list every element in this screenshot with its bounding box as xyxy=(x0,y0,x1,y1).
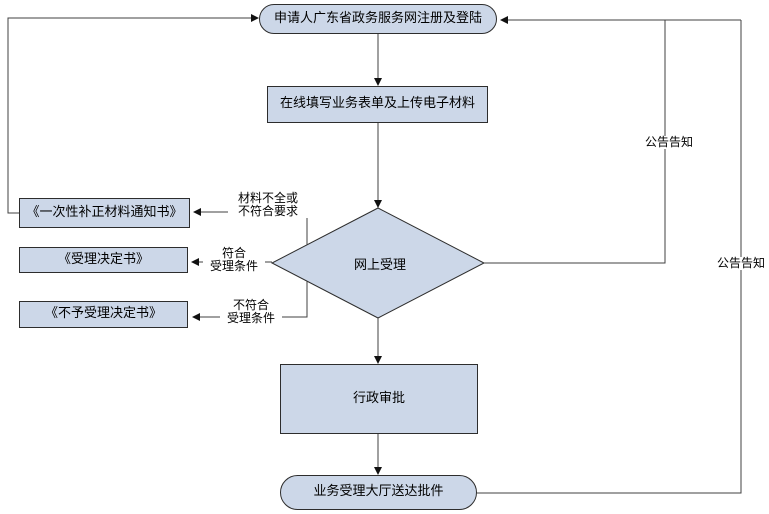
edge-label-not-meet: 不符合 受理条件 xyxy=(220,299,282,325)
edge-label-announce-top: 公告告知 xyxy=(642,136,696,149)
arrowhead-register-right xyxy=(500,16,508,24)
edge-label-meet-line2: 受理条件 xyxy=(209,259,258,273)
node-accept-decision: 《受理决定书》 xyxy=(19,247,188,273)
edge-label-announce-bottom-line1: 公告告知 xyxy=(716,256,765,270)
edge-label-announce-top-line1: 公告告知 xyxy=(644,135,693,149)
edge-label-meet-line1: 符合 xyxy=(221,246,246,260)
node-delivery: 业务受理大厅送达批件 xyxy=(280,475,477,510)
edge-label-incomplete-line1: 材料不全或 xyxy=(237,191,298,205)
connector-notice-to-register xyxy=(7,17,254,214)
arrowhead-into-form xyxy=(374,78,382,86)
arrowhead-into-notice xyxy=(193,208,201,216)
arrowhead-register-left xyxy=(251,14,259,22)
connector-decision-announce xyxy=(484,20,666,264)
node-decision-label: 网上受理 xyxy=(353,257,406,273)
edge-label-incomplete: 材料不全或 不符合要求 xyxy=(228,192,308,218)
edge-label-meet: 符合 受理条件 xyxy=(203,247,265,273)
arrowhead-into-delivery xyxy=(374,467,382,475)
edge-label-not-meet-line1: 不符合 xyxy=(232,298,269,312)
node-register: 申请人广东省政务服务网注册及登陆 xyxy=(259,4,497,34)
edge-label-incomplete-line2: 不符合要求 xyxy=(237,204,298,218)
arrowhead-into-decision xyxy=(374,200,382,208)
edge-label-not-meet-line2: 受理条件 xyxy=(226,311,275,325)
arrowhead-into-reject xyxy=(192,313,200,321)
node-reject-decision: 《不予受理决定书》 xyxy=(19,301,188,328)
node-notice-supplement: 《一次性补正材料通知书》 xyxy=(19,198,190,228)
node-admin-approval: 行政审批 xyxy=(280,364,478,434)
edge-label-announce-bottom: 公告告知 xyxy=(714,257,768,270)
connector-delivery-announce xyxy=(477,20,742,494)
arrowhead-into-approval xyxy=(374,356,382,364)
node-fill-form: 在线填写业务表单及上传电子材料 xyxy=(267,86,488,123)
arrowhead-into-accept xyxy=(191,258,199,266)
